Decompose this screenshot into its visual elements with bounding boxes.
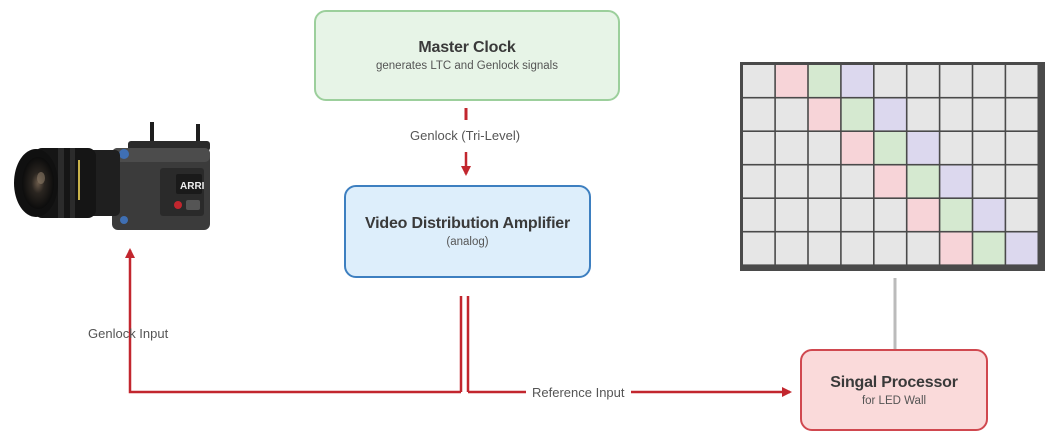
led-panel: [907, 98, 939, 131]
led-panel: [907, 132, 939, 164]
led-panel: [940, 232, 972, 265]
genlock-tri-level-label: Genlock (Tri-Level): [410, 128, 521, 143]
led-panel: [743, 132, 775, 164]
led-panel: [808, 98, 841, 131]
led-panel: [940, 132, 972, 164]
vda-title: Video Distribution Amplifier: [364, 215, 571, 232]
led-panel: [940, 199, 972, 231]
led-panel: [940, 165, 972, 198]
led-panel: [1006, 98, 1038, 131]
signal-processor-box: Singal Processor for LED Wall: [800, 349, 988, 431]
genlock-input-label: Genlock Input: [88, 326, 169, 341]
master-clock-subtitle: generates LTC and Genlock signals: [376, 60, 558, 72]
led-panel: [1006, 65, 1038, 97]
led-panel: [743, 199, 775, 231]
led-panel: [874, 199, 906, 231]
led-panel: [874, 132, 906, 164]
led-panel: [808, 132, 841, 164]
led-panel: [743, 232, 775, 265]
led-panel: [973, 165, 1005, 198]
led-panel: [808, 199, 841, 231]
vda-output-lines: [459, 296, 470, 392]
led-panel: [775, 65, 808, 97]
led-panel: [874, 232, 906, 265]
led-panel: [841, 165, 873, 198]
led-panel: [775, 132, 808, 164]
led-panel: [743, 98, 775, 131]
led-panel: [1006, 165, 1038, 198]
led-panel: [841, 65, 873, 97]
led-panel: [775, 165, 808, 198]
led-panel: [775, 232, 808, 265]
led-panel: [973, 132, 1005, 164]
led-wall: [740, 62, 1045, 271]
led-panel: [1006, 232, 1038, 265]
led-panel: [874, 65, 906, 97]
led-panel: [973, 232, 1005, 265]
camera-logo: ARRI: [180, 181, 205, 192]
led-panel: [743, 65, 775, 97]
led-panel: [940, 65, 972, 97]
led-panel: [874, 98, 906, 131]
genlock-input-arrow: [125, 248, 461, 394]
led-panel: [973, 65, 1005, 97]
reference-input-label: Reference Input: [526, 385, 631, 400]
led-panel: [940, 98, 972, 131]
led-panel: [841, 199, 873, 231]
led-panel: [973, 199, 1005, 231]
led-panel: [1006, 132, 1038, 164]
led-panel: [973, 98, 1005, 131]
led-panel: [808, 232, 841, 265]
led-panel: [874, 165, 906, 198]
vda-subtitle: (analog): [446, 236, 489, 248]
signal-processor-title: Singal Processor: [830, 373, 958, 391]
led-panel: [841, 98, 873, 131]
master-clock-box: Master Clock generates LTC and Genlock s…: [314, 10, 620, 101]
led-panel: [907, 165, 939, 198]
led-panel: [775, 98, 808, 131]
led-panel: [808, 65, 841, 97]
video-distribution-amplifier-box: Video Distribution Amplifier (analog): [344, 185, 591, 278]
led-panel: [907, 199, 939, 231]
led-panel: [907, 65, 939, 97]
led-panel: [841, 232, 873, 265]
led-panel: [907, 232, 939, 265]
led-wall-panels: [743, 65, 1038, 265]
master-clock-title: Master Clock: [418, 39, 516, 56]
led-panel: [775, 199, 808, 231]
led-panel: [841, 132, 873, 164]
signal-processor-subtitle: for LED Wall: [861, 394, 927, 407]
led-panel: [1006, 199, 1038, 231]
led-panel: [743, 165, 775, 198]
camera-illustration: ARRI: [14, 122, 210, 230]
led-panel: [808, 165, 841, 198]
